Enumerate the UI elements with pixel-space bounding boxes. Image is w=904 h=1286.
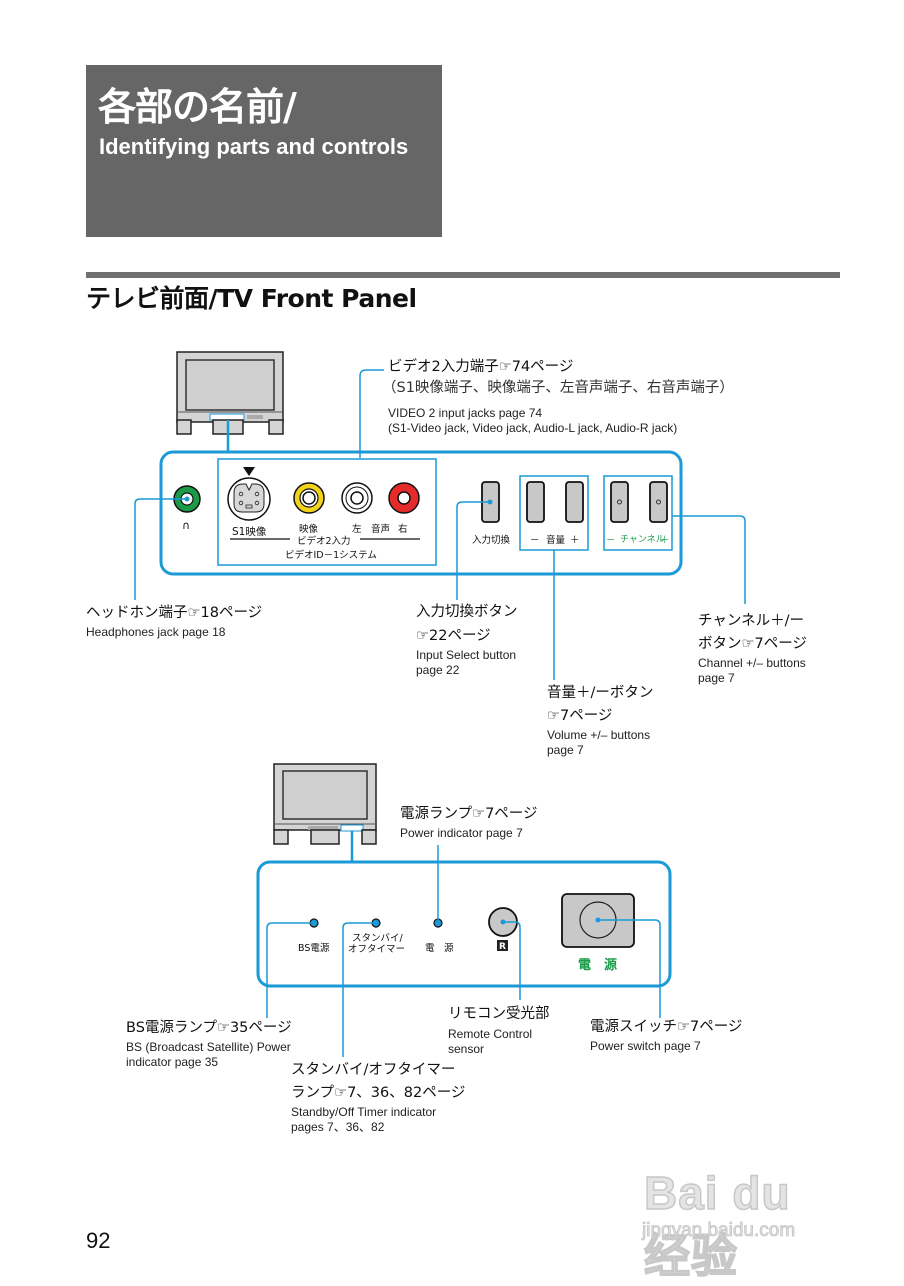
panel1-outline [159, 450, 683, 576]
watermark-main: Bai du 经验 [643, 1166, 791, 1283]
headphones-callout-jp: ヘッドホン端子☞18ページ [86, 605, 263, 621]
headphone-icon: ∩ [182, 519, 191, 532]
watermark-logo: Bai du 经验 jingyan.baidu.com [640, 1140, 850, 1283]
channel-plus-button[interactable] [649, 481, 668, 523]
bs-power-lamp-label: BS電源 [298, 943, 330, 954]
headphones-callout-en: Headphones jack page 18 [86, 625, 226, 639]
arrow-down-icon [243, 467, 255, 476]
remote-r-icon [497, 940, 508, 951]
audio-right-jack-red[interactable] [388, 482, 420, 514]
chapter-title-jp: 各部の名前/ [98, 85, 297, 129]
volume-callout-en1: Volume +/– buttons [547, 728, 651, 742]
video-label: 映像 [299, 524, 319, 535]
channel-plus-label: ＋ [660, 535, 670, 546]
remote-callout-jp: リモコン受光部 [448, 1006, 550, 1022]
chapter-title-en: Identifying parts and controls [99, 134, 409, 159]
chapter-header-box [86, 65, 442, 237]
volume-plus-button[interactable] [565, 481, 584, 523]
section-rule [86, 272, 840, 278]
panel2-outline [256, 860, 672, 988]
input-select-callout-jp2: ☞22ページ [416, 628, 491, 644]
input-select-label: 入力切換 [472, 535, 511, 546]
video2-callout-jp-sub: （S1映像端子、映像端子、左音声端子、右音声端子） [382, 380, 734, 396]
standby-lamp-label2: オフタイマー [348, 944, 406, 955]
bs-power-callout-en2: indicator page 35 [126, 1055, 219, 1069]
power-indicator-callout-jp: 電源ランプ☞7ページ [400, 806, 538, 822]
channel-callout-en1: Channel +/– buttons [698, 656, 806, 670]
channel-callout-jp2: ボタン☞7ページ [698, 636, 807, 652]
s-video-jack[interactable] [227, 477, 271, 521]
volume-minus-label: － [530, 535, 540, 546]
video-id-label: ビデオID－1システム [285, 550, 377, 561]
volume-minus-button[interactable] [526, 481, 545, 523]
power-lamp-label: 電 源 [425, 943, 454, 954]
video2-jack-group [217, 458, 437, 566]
channel-callout-jp1: チャンネル＋/ー [698, 613, 804, 629]
video2-callout-en1: VIDEO 2 input jacks page 74 [388, 406, 543, 420]
video2-callout-en2: (S1-Video jack, Video jack, Audio-L jack… [388, 421, 678, 435]
standby-callout-en2: pages 7、36、82 [291, 1120, 385, 1134]
standby-callout-jp2: ランプ☞7、36、82ページ [291, 1085, 466, 1101]
channel-label: チャンネル [620, 535, 665, 545]
channel-callout-en2: page 7 [698, 671, 735, 685]
volume-callout-en2: page 7 [547, 743, 584, 757]
power-switch-callout-jp: 電源スイッチ☞7ページ [590, 1019, 743, 1035]
channel-minus-button[interactable] [610, 481, 629, 523]
remote-callout-en1: Remote Control [448, 1027, 533, 1041]
s1-video-label: S1映像 [232, 526, 267, 538]
page-number: 92 [86, 1228, 111, 1253]
standby-lamp-label1: スタンバイ/ [352, 933, 403, 944]
power-switch-callout-en: Power switch page 7 [590, 1039, 701, 1053]
remote-glyph: R [499, 942, 506, 952]
bs-power-callout-jp: BS電源ランプ☞35ページ [126, 1020, 292, 1036]
video2-input-label: ビデオ2入力 [297, 536, 351, 547]
volume-plus-label: ＋ [570, 535, 580, 546]
volume-callout-jp1: 音量＋/ーボタン [547, 685, 654, 701]
channel-minus-label: － [606, 535, 616, 546]
audio-label: 音声 [371, 524, 391, 535]
tv-thumbnail-icon [273, 763, 377, 845]
input-select-callout-jp1: 入力切換ボタン [416, 604, 518, 620]
watermark-url: jingyan.baidu.com [642, 1220, 796, 1242]
volume-label: 音量 [546, 535, 566, 546]
input-select-callout-en2: page 22 [416, 663, 460, 677]
remote-callout-en2: sensor [448, 1042, 485, 1056]
tv-thumbnail-icon [176, 351, 284, 435]
power-indicator-callout-en: Power indicator page 7 [400, 826, 523, 840]
standby-callout-jp1: スタンバイ/オフタイマー [291, 1062, 456, 1078]
video-jack-yellow[interactable] [293, 482, 325, 514]
video2-callout-jp: ビデオ2入力端子☞74ページ [388, 359, 574, 375]
section-title: テレビ前面/TV Front Panel [86, 284, 417, 313]
input-select-callout-en1: Input Select button [416, 648, 517, 662]
power-switch-label: 電 源 [578, 958, 618, 973]
audio-left-jack-white[interactable] [341, 482, 373, 514]
channel-button-group [603, 475, 673, 551]
audio-right-label: 右 [398, 524, 408, 535]
standby-callout-en1: Standby/Off Timer indicator [291, 1105, 437, 1119]
volume-callout-jp2: ☞7ページ [547, 708, 613, 724]
audio-left-label: 左 [352, 524, 362, 535]
bs-power-callout-en1: BS (Broadcast Satellite) Power [126, 1040, 291, 1054]
